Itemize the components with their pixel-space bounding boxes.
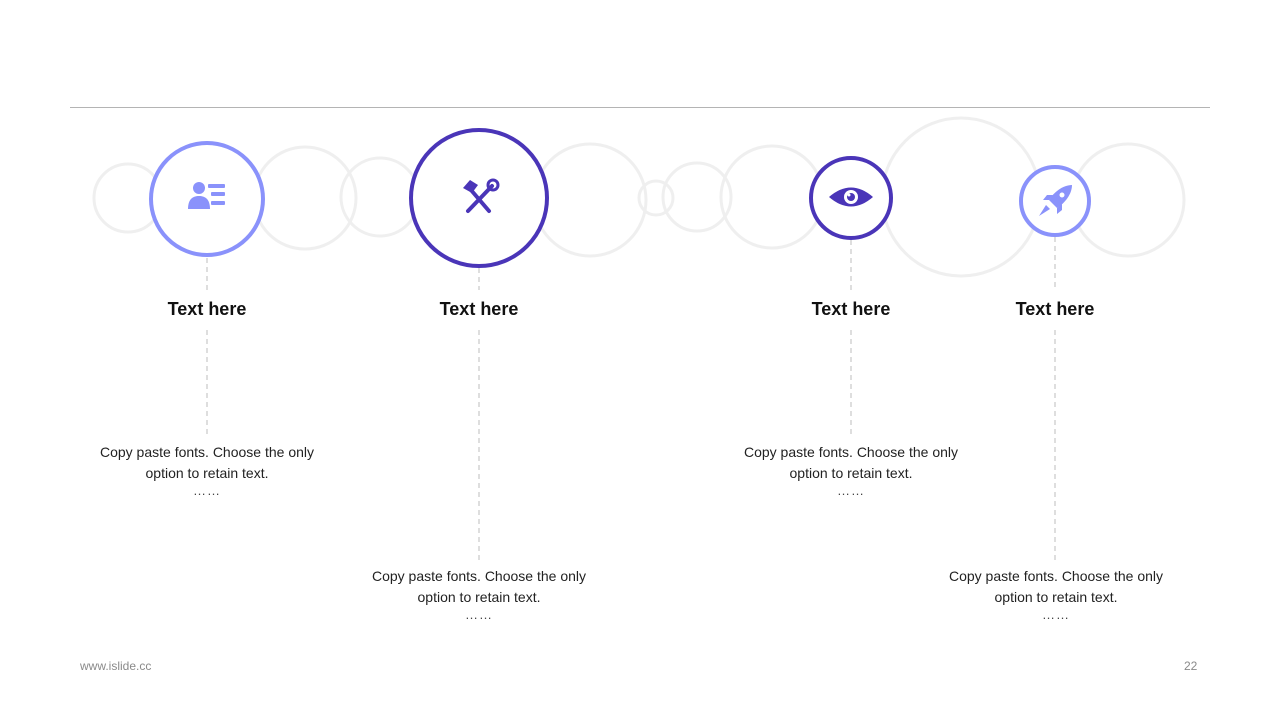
item-3-ellipsis: …… (837, 483, 865, 498)
bubble (339, 156, 421, 238)
connectors (206, 237, 1056, 562)
item-3-title: Text here (811, 299, 891, 319)
eye-icon (829, 187, 873, 207)
bubble (719, 144, 825, 250)
item-4-description: Copy paste fonts. Choose the only option… (946, 566, 1166, 622)
item-3-desc-text: Copy paste fonts. Choose the only option… (743, 444, 959, 481)
bubble (532, 142, 648, 258)
top-divider (70, 107, 1210, 108)
node-4 (1019, 165, 1091, 237)
node-2 (409, 128, 549, 268)
item-1-ellipsis: …… (193, 483, 221, 498)
footer-website: www.islide.cc (80, 659, 152, 673)
bubble (661, 161, 733, 233)
item-2-description: Copy paste fonts. Choose the only option… (369, 566, 589, 622)
item-1-description: Copy paste fonts. Choose the only option… (97, 442, 317, 498)
node-3 (809, 156, 893, 240)
item-4-ellipsis: …… (1042, 607, 1070, 622)
item-4-desc-text: Copy paste fonts. Choose the only option… (948, 568, 1164, 605)
tools-icon (463, 178, 500, 213)
page-number: 22 (1184, 659, 1198, 673)
item-3-description: Copy paste fonts. Choose the only option… (741, 442, 961, 498)
bubble (880, 116, 1042, 278)
bubble (637, 179, 675, 217)
item-2-ellipsis: …… (465, 607, 493, 622)
item-1-title: Text here (167, 299, 247, 319)
node-1 (149, 141, 265, 257)
item-2-title: Text here (439, 299, 519, 319)
user-list-icon (188, 182, 225, 209)
node-ring-1 (149, 141, 265, 257)
item-1-desc-text: Copy paste fonts. Choose the only option… (99, 444, 315, 481)
item-2-desc-text: Copy paste fonts. Choose the only option… (371, 568, 587, 605)
item-4-title: Text here (1015, 299, 1095, 319)
rocket-icon (1039, 185, 1072, 216)
